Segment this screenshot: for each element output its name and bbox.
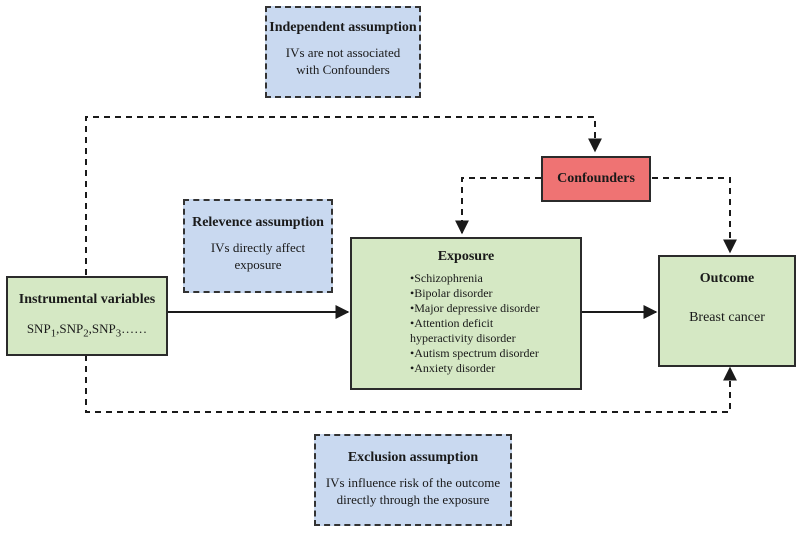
snp-list: SNP1,SNP2,SNP3…… bbox=[26, 321, 148, 340]
exclusion-assumption-box: Exclusion assumption IVs influence risk … bbox=[314, 434, 512, 526]
exposure-list: Schizophrenia Bipolar disorder Major dep… bbox=[352, 271, 580, 376]
exclusion-assumption-line1: IVs influence risk of the outcome bbox=[325, 475, 501, 490]
snp-tail: …… bbox=[121, 321, 148, 336]
exposure-item: Autism spectrum disorder bbox=[410, 346, 580, 361]
iv-to-confounders-arrow bbox=[85, 116, 602, 275]
outcome-title: Outcome bbox=[699, 271, 755, 286]
instrumental-variables-title: Instrumental variables bbox=[18, 292, 156, 307]
relevence-assumption-box: Relevence assumption IVs directly affect… bbox=[183, 199, 333, 293]
confounders-title: Confounders bbox=[557, 171, 635, 186]
confounders-box: Confounders bbox=[541, 156, 651, 202]
exclusion-assumption-title: Exclusion assumption bbox=[347, 450, 479, 465]
instrumental-variables-box: Instrumental variables SNP1,SNP2,SNP3…… bbox=[6, 276, 168, 356]
exposure-item: Attention deficit bbox=[410, 316, 580, 331]
independent-assumption-line2: with Confounders bbox=[296, 62, 390, 77]
snp-sub-1: 1 bbox=[50, 327, 57, 340]
outcome-box: Outcome Breast cancer bbox=[658, 255, 796, 367]
snp-sub-3: 3 bbox=[115, 327, 122, 340]
exposure-item: Schizophrenia bbox=[410, 271, 580, 286]
iv-to-outcome-arrow bbox=[85, 355, 737, 413]
exposure-title: Exposure bbox=[437, 249, 495, 264]
relevence-assumption-line2: exposure bbox=[234, 257, 282, 272]
confounders-to-exposure-arrow bbox=[455, 177, 541, 235]
independent-assumption-box: Independent assumption IVs are not assoc… bbox=[265, 6, 421, 98]
snp-sub-2: 2 bbox=[83, 327, 89, 340]
exposure-item-continuation: hyperactivity disorder bbox=[410, 331, 516, 345]
relevence-assumption-title: Relevence assumption bbox=[192, 215, 324, 230]
outcome-value: Breast cancer bbox=[689, 310, 765, 325]
exposure-item: Major depressive disorder bbox=[410, 301, 580, 316]
relevence-assumption-line1: IVs directly affect bbox=[210, 240, 306, 255]
exposure-item: Anxiety disorder bbox=[410, 361, 580, 376]
confounders-to-outcome-arrow bbox=[652, 177, 737, 254]
independent-assumption-line1: IVs are not associated bbox=[285, 45, 401, 60]
snp-prefix-3: SNP bbox=[91, 321, 116, 336]
exclusion-assumption-line2: directly through the exposure bbox=[336, 492, 490, 507]
snp-prefix-1: SNP bbox=[26, 321, 51, 336]
independent-assumption-title: Independent assumption bbox=[269, 20, 417, 35]
exposure-box: Exposure Schizophrenia Bipolar disorder … bbox=[350, 237, 582, 390]
snp-prefix-2: SNP bbox=[59, 321, 84, 336]
exposure-item: Bipolar disorder bbox=[410, 286, 580, 301]
